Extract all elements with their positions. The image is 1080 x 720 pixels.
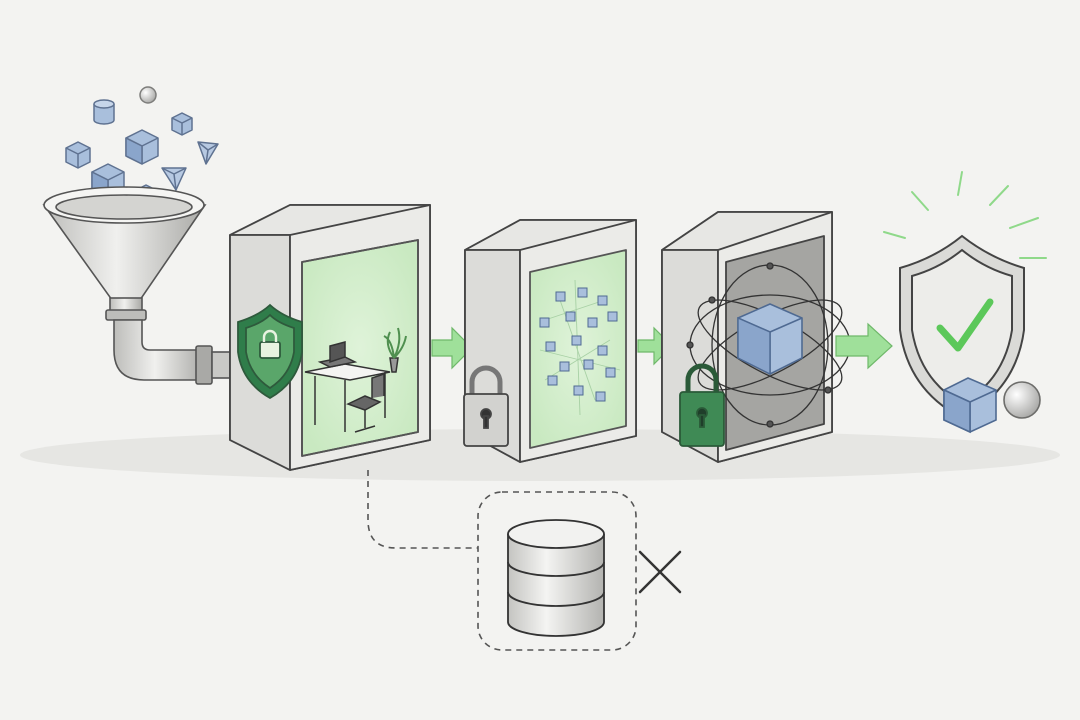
padlock-icon <box>463 365 509 447</box>
shield-lock-icon <box>237 303 303 400</box>
sphere-shape <box>139 86 157 104</box>
database-icon <box>507 519 605 637</box>
funnel-icon <box>42 186 207 321</box>
padlock-icon <box>679 363 725 447</box>
data-points-icon <box>539 279 621 416</box>
cube-shape <box>65 141 91 169</box>
output-cube <box>943 377 997 434</box>
desk-workspace-icon <box>304 327 407 433</box>
pipe-icon <box>113 319 233 385</box>
verified-shield-icon <box>899 234 1025 420</box>
arrow-right-icon <box>835 322 893 370</box>
output-sphere <box>1003 381 1041 419</box>
pyramid-shape <box>161 167 187 191</box>
cylinder-shape <box>93 99 115 125</box>
storage-dashed-path <box>367 470 637 651</box>
pyramid-shape <box>197 141 219 165</box>
cross-icon <box>638 550 682 594</box>
cube-shape <box>171 112 193 136</box>
arrow-right-icon <box>431 326 473 370</box>
cube-shape <box>125 129 159 165</box>
verified-glow-rays <box>883 171 1047 259</box>
cube-orbit-icon <box>686 262 854 428</box>
panel-secure-workspace <box>229 204 431 471</box>
